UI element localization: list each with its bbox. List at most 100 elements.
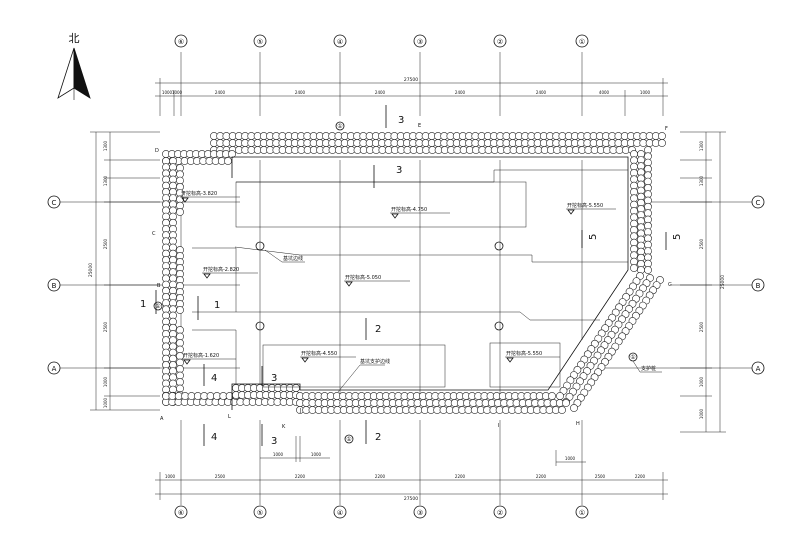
bottom-dim-3: 2200 [295,474,306,479]
grid-left-A: A [52,365,57,373]
corner-E: E [418,123,421,129]
section-mark-left: ① [155,303,160,310]
support-pile [176,365,184,373]
grid-top-6: ⑥ [178,38,184,46]
grid-bottom-3: ③ [417,509,423,517]
corner-B: B [157,283,161,289]
section-num-inner-1: 1 [214,300,220,311]
support-pile [176,378,184,386]
level-markers [180,196,616,365]
section-num-5-outer: 5 [672,234,683,240]
grid-left-C: C [52,199,57,207]
section-num-inner-3b: 3 [271,373,277,384]
level-label-1: 开挖标高-3.820 [181,190,217,197]
support-pile [558,406,566,414]
left-dim-4: 2500 [103,321,108,332]
section-mark-right: ① [630,354,635,361]
corner-J: J [299,408,301,414]
support-pile [176,358,184,367]
bottom-dim-4: 2200 [375,474,386,479]
north-arrow-icon [57,47,91,100]
note-support-line: 基坑支护边线 [360,358,390,365]
support-pile [556,392,564,400]
level-label-2: 开挖标高-4.750 [391,206,427,213]
grid-right-A: A [756,365,761,373]
left-dim-1: 1300 [103,140,108,151]
grid-bubbles-bottom [174,505,589,519]
support-pile [176,208,184,216]
grid-top-2: ② [497,38,503,46]
bottom-dim-5: 2200 [455,474,466,479]
grid-top-1: ① [579,38,585,46]
note-pile: 支护桩 [641,365,656,372]
support-pile [658,132,666,140]
grid-bottom-2: ② [497,509,503,517]
right-overall-dimension: 25000 [720,275,726,289]
right-dim-5: 1000 [699,376,704,387]
corner-F: F [665,126,668,132]
corner-G: G [668,282,672,288]
level-label-6: 开挖标高-1.620 [183,352,219,359]
support-pile [292,384,300,392]
support-pile [176,332,184,341]
support-pile [176,384,184,393]
left-overall-dimension: 25000 [88,263,94,277]
bottom-dim-7: 2500 [595,474,606,479]
top-dim-4: 2400 [295,90,306,95]
support-pile [562,399,570,407]
left-dim-3: 2500 [103,238,108,249]
section-num-top: 3 [398,115,404,126]
support-pile [644,266,652,274]
grid-top-3: ③ [417,38,423,46]
left-dimension-chain [90,131,160,411]
top-dim-3: 2400 [215,90,226,95]
level-label-7: 开挖标高-4.550 [301,350,337,357]
grid-right-B: B [756,282,761,290]
top-overall-dimension: 27500 [404,77,418,83]
section-num-bottom-2: 2 [375,432,381,443]
section-mark-top: ① [337,123,342,130]
level-label-8: 开挖标高-5.550 [506,350,542,357]
section-num-inner-2: 2 [375,324,381,335]
callout-leaders [264,249,662,393]
bottom-extra-3: 1000 [565,456,576,461]
section-num-5-inner: 5 [588,234,599,240]
note-excavation-line: 基坑边线 [283,255,303,262]
support-pile [176,371,184,380]
section-mark-bottom: ① [346,436,351,443]
grid-bottom-6: ⑥ [178,509,184,517]
bottom-extra-1: 1000 [273,452,284,457]
right-dim-2: 1300 [699,175,704,186]
bottom-extra-2: 1000 [311,452,322,457]
bottom-overall-dimension: 27500 [404,496,418,502]
top-dimension-chain [155,52,668,116]
grid-top-5: ⑤ [257,38,263,46]
support-pile [658,139,666,147]
right-dim-3: 2500 [699,238,704,249]
corner-C: C [152,231,156,237]
support-pile [548,392,556,400]
top-dim-1: 1000 [162,90,173,95]
support-pile [570,404,578,412]
grid-bottom-1: ① [579,509,585,517]
top-dim-9: 1000 [640,90,651,95]
top-dim-2: 1000 [172,90,183,95]
section-num-bottom-3: 3 [271,436,277,447]
corner-L: L [228,414,231,420]
corner-I: I [498,423,499,429]
top-dim-5: 2400 [375,90,386,95]
corner-H: H [576,421,580,427]
right-dim-4: 2500 [699,321,704,332]
corner-A: A [160,416,164,422]
right-dim-1: 1300 [699,140,704,151]
level-label-5: 开挖标高-5.050 [345,274,381,281]
grid-bottom-5: ⑤ [257,509,263,517]
section-num-inner-3: 3 [396,165,402,176]
grid-axes-right [600,195,765,375]
support-pile [176,326,184,334]
left-dim-5: 1000 [103,376,108,387]
section-num-inner-4: 4 [211,373,217,384]
north-label: 北 [69,32,80,45]
grid-left-B: B [52,282,57,290]
